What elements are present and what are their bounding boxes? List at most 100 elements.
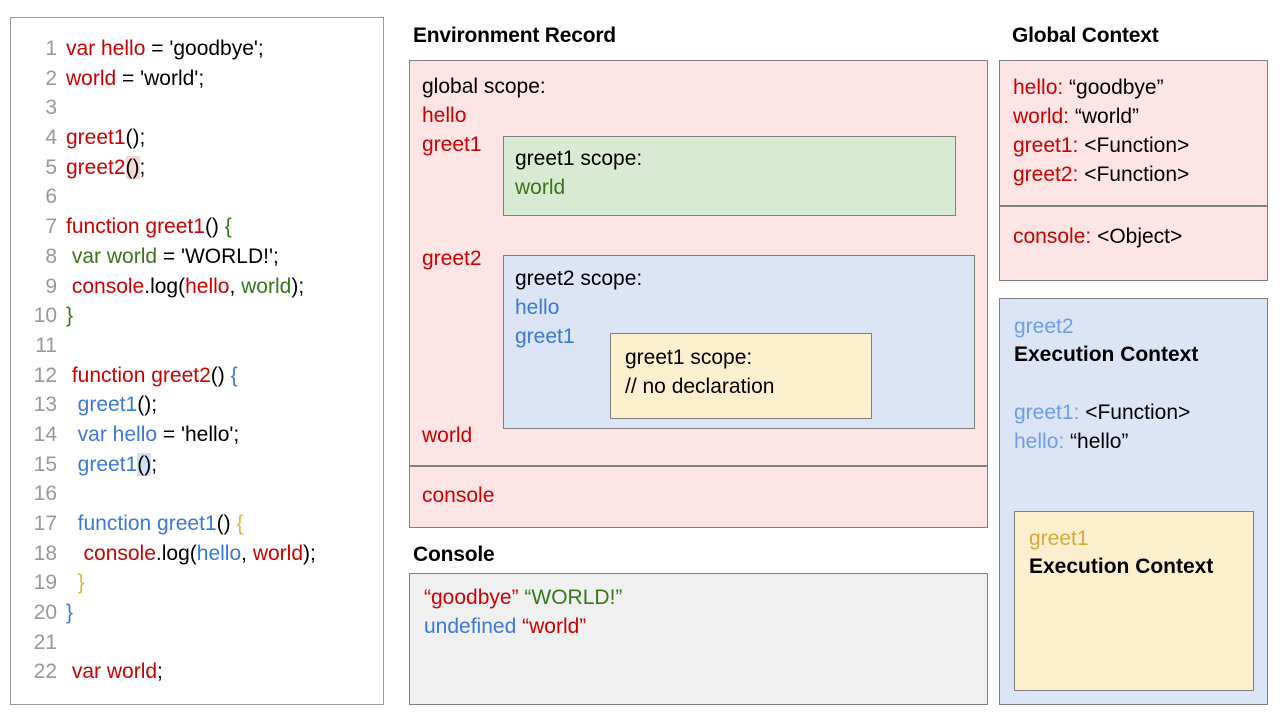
code-token: function greet1 bbox=[77, 512, 217, 535]
greet2-execution-context-panel: greet2 Execution Context greet1: <Functi… bbox=[999, 298, 1268, 705]
code-token: ; bbox=[157, 660, 163, 684]
code-line: 3 bbox=[11, 93, 383, 123]
code-text: var world = 'WORLD!'; bbox=[57, 242, 279, 272]
code-line: 5 greet2(); bbox=[11, 153, 383, 183]
entry-key: greet1: bbox=[1013, 134, 1085, 157]
code-token: function greet1 bbox=[66, 215, 205, 239]
greet1-scope-binding-world: world bbox=[515, 176, 566, 199]
global-scope-label: global scope: bbox=[422, 75, 546, 98]
code-line: 20} bbox=[11, 598, 383, 628]
global-context-panel: hello: “goodbye” world: “world” greet1: … bbox=[999, 60, 1268, 281]
line-number: 5 bbox=[45, 155, 57, 179]
entry-value: <Function> bbox=[1085, 401, 1191, 424]
console-token: “world” bbox=[522, 615, 587, 638]
code-text bbox=[57, 331, 66, 361]
global-context-entry: world: “world” bbox=[1013, 105, 1139, 129]
entry-value: <Function> bbox=[1084, 134, 1190, 157]
code-token: world bbox=[241, 274, 292, 298]
global-binding-console: console bbox=[422, 484, 495, 507]
code-text: function greet1() { bbox=[57, 212, 232, 242]
code-text bbox=[57, 182, 66, 212]
code-token: ; bbox=[139, 155, 146, 179]
entry-value: “goodbye” bbox=[1069, 76, 1164, 99]
greet1-execution-context-panel: greet1 Execution Context bbox=[1014, 511, 1254, 691]
code-token: = 'WORLD!'; bbox=[157, 244, 279, 268]
line-number: 4 bbox=[45, 126, 57, 150]
greet1-execution-context-name: greet1 bbox=[1029, 527, 1089, 550]
code-token: greet1 bbox=[77, 393, 138, 417]
code-token bbox=[66, 512, 78, 535]
code-token: (); bbox=[137, 393, 158, 417]
greet2-scope-box: greet2 scope: hello greet1 greet1 scope:… bbox=[503, 255, 975, 429]
line-number: 15 bbox=[33, 452, 57, 476]
code-line: 21 bbox=[11, 628, 383, 658]
code-line: 17 function greet1() { bbox=[11, 509, 383, 539]
global-binding-hello: hello bbox=[422, 104, 467, 127]
code-token: () bbox=[210, 363, 231, 387]
code-token: { bbox=[236, 512, 244, 535]
code-line: 22 var world; bbox=[11, 657, 383, 687]
code-token: greet2 bbox=[66, 155, 126, 179]
code-line: 18 console.log(hello, world); bbox=[11, 539, 383, 569]
code-text: greet1(); bbox=[57, 123, 145, 153]
entry-key: greet1: bbox=[1014, 401, 1086, 424]
code-text: world = 'world'; bbox=[57, 64, 204, 94]
code-token: = 'goodbye'; bbox=[145, 37, 264, 60]
console-token: “goodbye” bbox=[424, 586, 519, 609]
line-number: 6 bbox=[45, 185, 57, 209]
code-token: } bbox=[66, 601, 74, 625]
environment-record-console-section: console bbox=[410, 467, 987, 527]
code-token: .log( bbox=[144, 274, 186, 298]
line-number: 17 bbox=[33, 512, 57, 535]
code-token: var hello bbox=[77, 422, 158, 446]
code-token: .log( bbox=[155, 541, 197, 565]
code-token: () bbox=[125, 155, 140, 179]
greet2-execution-context-title: Execution Context bbox=[1014, 343, 1199, 366]
greet2-scope-binding-greet1: greet1 bbox=[515, 325, 575, 348]
code-text: console.log(hello, world); bbox=[57, 539, 316, 569]
code-line: 11 bbox=[11, 331, 383, 361]
code-token: , bbox=[241, 541, 253, 565]
line-number: 12 bbox=[33, 363, 57, 387]
code-token bbox=[66, 393, 78, 416]
code-token: ); bbox=[291, 274, 305, 298]
code-token: world bbox=[66, 66, 117, 90]
code-text: } bbox=[57, 301, 73, 331]
code-token: greet1 bbox=[66, 126, 126, 150]
code-text bbox=[57, 628, 66, 658]
code-line: 14 var hello = 'hello'; bbox=[11, 420, 383, 450]
console-output-panel[interactable]: “goodbye” “WORLD!” undefined “world” bbox=[409, 573, 988, 705]
code-token: () bbox=[216, 512, 237, 535]
greet2-scope-title: greet2 scope: bbox=[515, 267, 643, 290]
global-binding-world: world bbox=[422, 424, 473, 447]
code-token: = 'world'; bbox=[116, 66, 205, 90]
line-number: 16 bbox=[33, 482, 57, 506]
code-line: 9 console.log(hello, world); bbox=[11, 272, 383, 302]
code-token: greet1 bbox=[77, 452, 138, 476]
greet2-execution-context-name: greet2 bbox=[1014, 315, 1074, 338]
code-line: 6 bbox=[11, 182, 383, 212]
global-context-entry: console: <Object> bbox=[1013, 225, 1182, 249]
code-token: } bbox=[77, 571, 85, 595]
code-token: world bbox=[252, 541, 303, 565]
code-token: console bbox=[71, 274, 145, 298]
line-number: 2 bbox=[45, 66, 57, 90]
entry-key: world: bbox=[1013, 105, 1075, 128]
console-output-line: undefined “world” bbox=[424, 615, 586, 639]
console-token: undefined bbox=[424, 615, 517, 638]
code-token: function greet2 bbox=[71, 363, 211, 387]
code-token: var hello bbox=[66, 37, 146, 60]
line-number: 9 bbox=[45, 274, 57, 298]
code-token: { bbox=[230, 363, 238, 387]
code-token: () bbox=[137, 452, 152, 476]
code-text: greet1(); bbox=[57, 390, 157, 420]
code-token: hello bbox=[196, 541, 242, 565]
code-token: () bbox=[204, 215, 225, 239]
global-context-entry: hello: “goodbye” bbox=[1013, 76, 1164, 100]
code-text: function greet2() { bbox=[57, 361, 238, 391]
